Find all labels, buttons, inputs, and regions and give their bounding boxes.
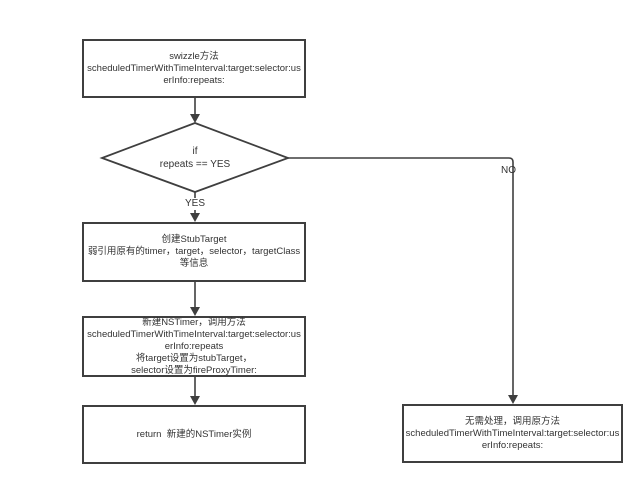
node-repeats-decision-label: if repeats == YES — [159, 145, 231, 170]
node-return-nstimer-label: return 新建的NSTimer实例 — [136, 428, 252, 440]
node-no-op-call-original: 无需处理，调用原方法 scheduledTimerWithTimeInterva… — [402, 404, 623, 463]
arrowhead-down-icon — [190, 114, 200, 123]
edge-no-branch-line — [288, 157, 514, 395]
node-create-stub-target: 创建StubTarget 弱引用原有的timer，target，selector… — [82, 222, 306, 282]
arrowhead-down-icon — [190, 213, 200, 222]
arrowhead-down-icon — [508, 395, 518, 404]
node-no-op-call-original-label: 无需处理，调用原方法 scheduledTimerWithTimeInterva… — [405, 415, 620, 451]
node-new-nstimer-label: 新建NSTimer，调用方法 scheduledTimerWithTimeInt… — [87, 316, 301, 376]
arrowhead-down-icon — [190, 396, 200, 405]
no-branch-label: NO — [501, 165, 516, 176]
arrowhead-down-icon — [190, 307, 200, 316]
node-swizzle-method: swizzle方法 scheduledTimerWithTimeInterval… — [82, 39, 306, 98]
yes-branch-label: YES — [178, 198, 212, 210]
node-swizzle-method-label: swizzle方法 scheduledTimerWithTimeInterval… — [87, 50, 301, 86]
node-create-stub-target-label: 创建StubTarget 弱引用原有的timer，target，selector… — [87, 234, 301, 269]
node-return-nstimer: return 新建的NSTimer实例 — [82, 405, 306, 464]
node-new-nstimer: 新建NSTimer，调用方法 scheduledTimerWithTimeInt… — [82, 316, 306, 377]
node-repeats-decision: if repeats == YES — [102, 123, 288, 192]
